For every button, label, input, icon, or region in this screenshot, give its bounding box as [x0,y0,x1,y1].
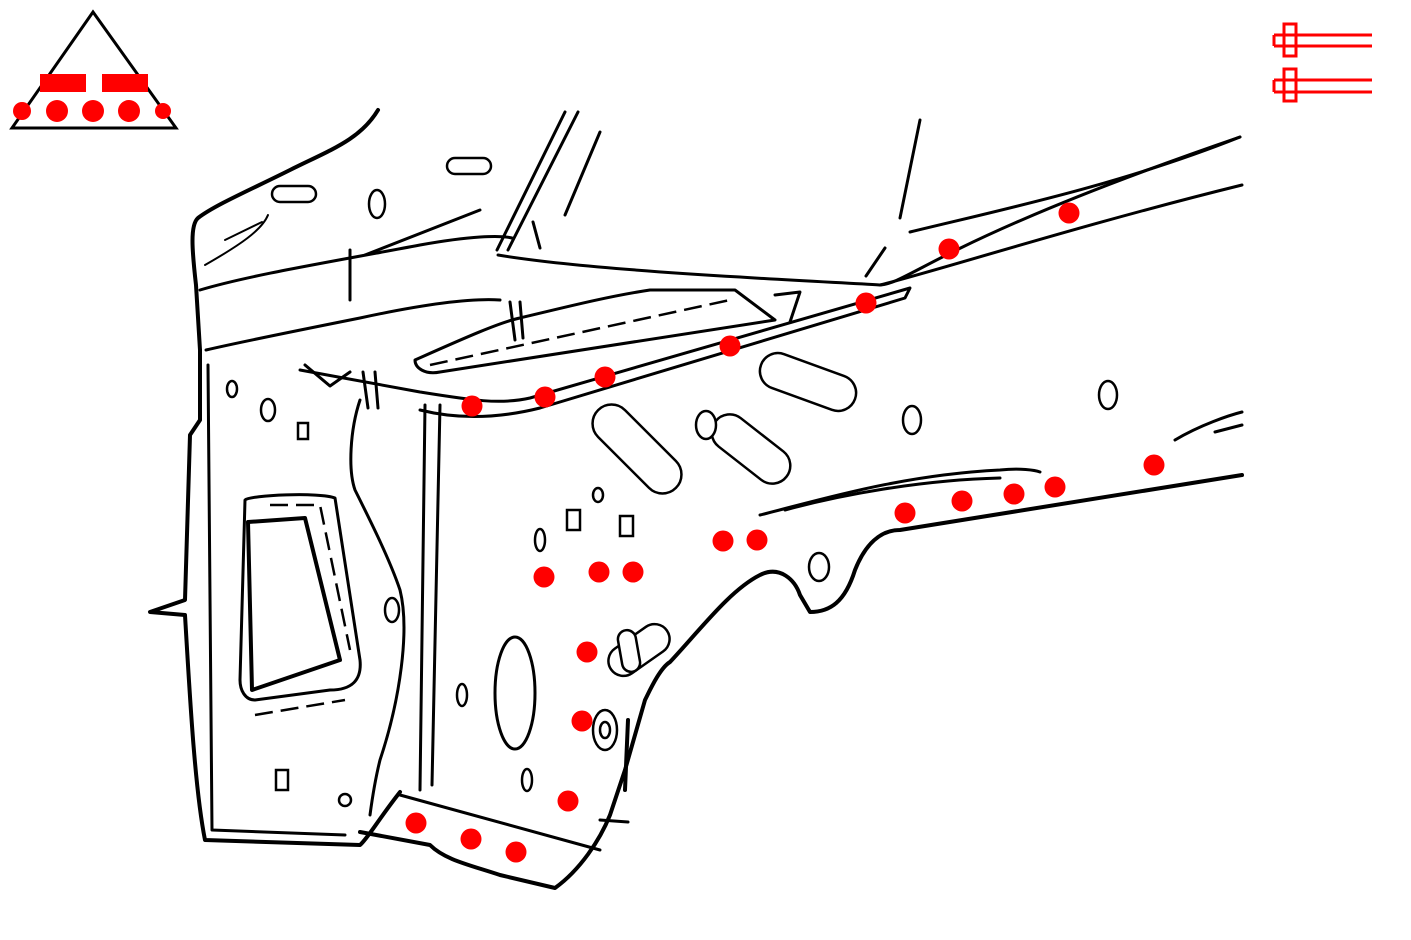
weld-spot [534,386,556,408]
weld-spot [938,238,960,260]
weld-spot [746,529,768,551]
weld-spots [405,202,1165,863]
body-panel-drawing [148,108,1244,890]
weld-spot [505,841,527,863]
weld-spot [533,566,555,588]
weld-spot [571,710,593,732]
weld-bar-right [102,74,148,92]
weld-spot [460,828,482,850]
spot-weld-triangle-icon [9,9,179,130]
welding-symbol-icon [1272,22,1372,103]
weld-spot [461,395,483,417]
weld-spot [622,561,644,583]
weld-bar-left [40,74,86,92]
weld-spot [951,490,973,512]
weld-spot [594,366,616,388]
weld-spot [1044,476,1066,498]
weld-spot [894,502,916,524]
weld-spot [1003,483,1025,505]
weld-spot [855,292,877,314]
weld-spot [557,790,579,812]
weld-spot [1058,202,1080,224]
weld-spot [576,641,598,663]
weld-spot [588,561,610,583]
weld-spot [719,335,741,357]
weld-spot [405,812,427,834]
weld-spot [712,530,734,552]
weld-spot [1143,454,1165,476]
